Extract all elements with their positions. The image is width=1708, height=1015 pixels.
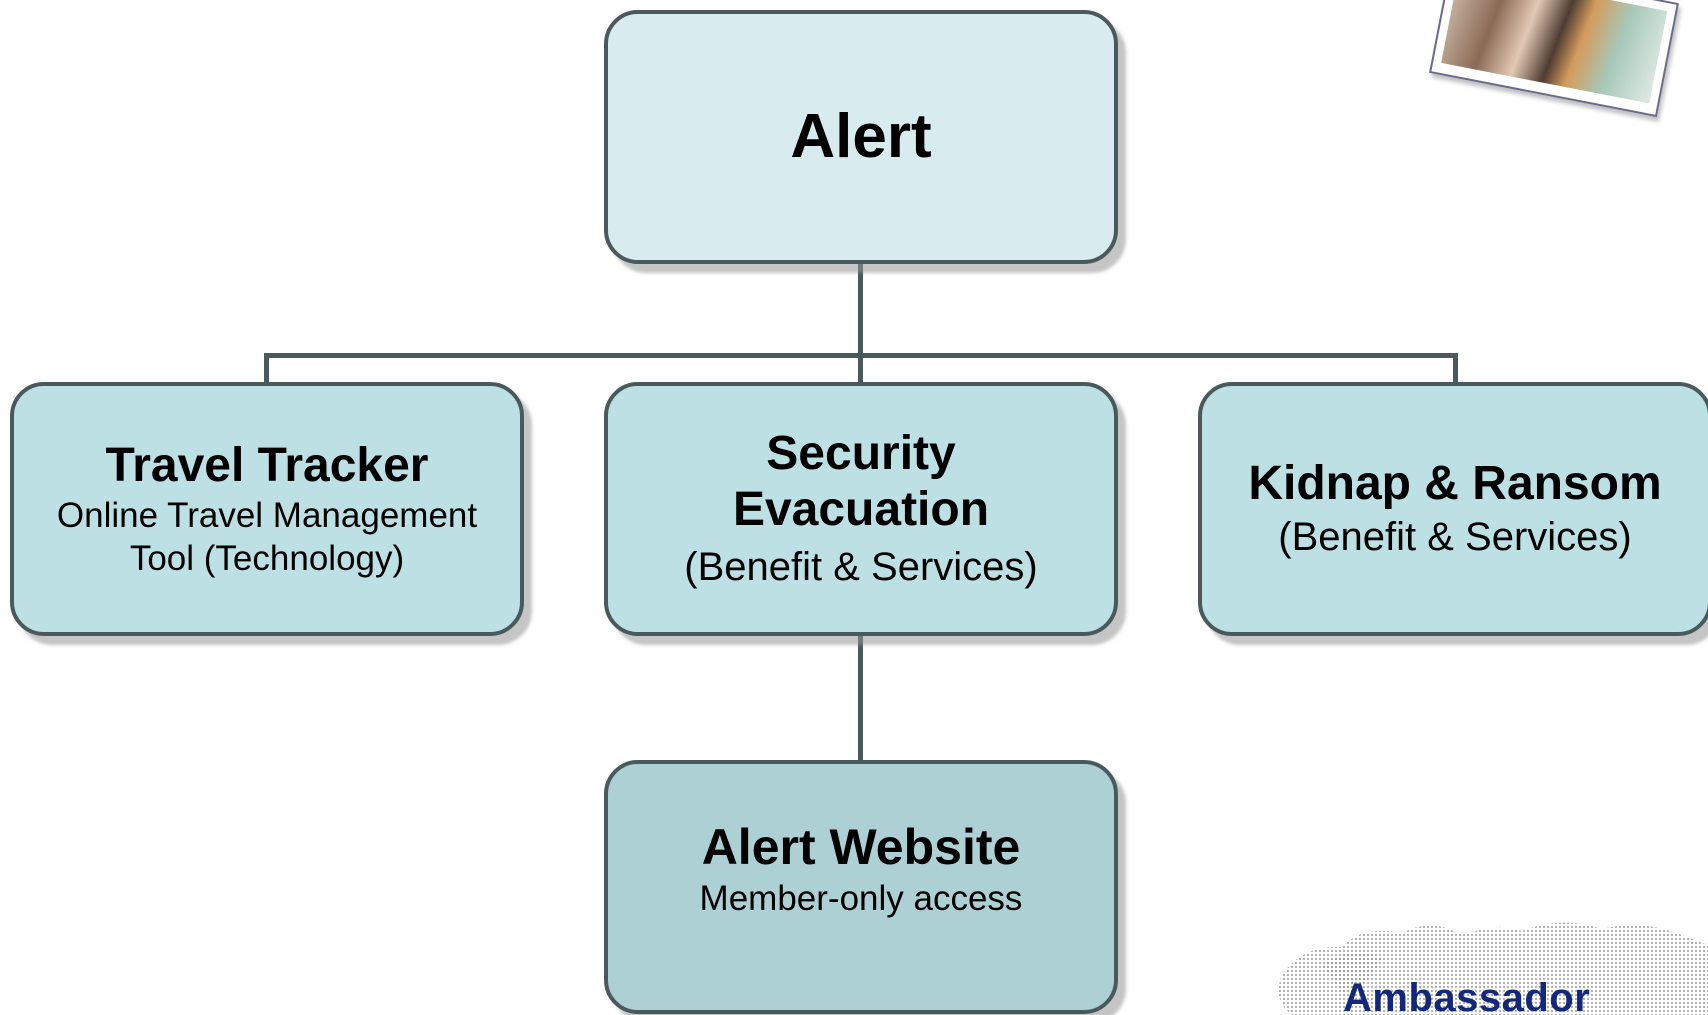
security-evacuation-subtitle: (Benefit & Services) (684, 545, 1038, 590)
connector-root-down (858, 262, 863, 358)
alert-box: Alert (604, 10, 1118, 264)
connector-center-drop (858, 353, 863, 384)
travel-photo-image (1441, 0, 1668, 104)
travel-tracker-subtitle-line-2: Tool (Technology) (129, 539, 405, 579)
security-evacuation-box: Security Evacuation (Benefit & Services) (604, 382, 1118, 636)
travel-tracker-subtitle-line-1: Online Travel Management (56, 496, 478, 536)
travel-photo (1429, 0, 1679, 118)
connector-right-drop (1453, 353, 1458, 384)
ambassador-logo: Ambassador (1343, 976, 1591, 1015)
kidnap-ransom-box: Kidnap & Ransom (Benefit & Services) (1198, 382, 1708, 636)
security-evacuation-title-line-2: Evacuation (732, 483, 990, 537)
security-evacuation-title-line-1: Security (766, 426, 956, 480)
kidnap-ransom-title: Kidnap & Ransom (1248, 457, 1662, 511)
connector-to-leaf (858, 634, 863, 762)
connector-left-drop (264, 353, 269, 384)
alert-website-title: Alert Website (701, 819, 1021, 875)
travel-tracker-title: Travel Tracker (105, 438, 429, 492)
world-map-image (1278, 922, 1708, 1015)
alert-website-subtitle: Member-only access (699, 879, 1023, 918)
kidnap-ransom-subtitle: (Benefit & Services) (1278, 514, 1632, 559)
travel-tracker-box: Travel Tracker Online Travel Management … (10, 382, 524, 636)
alert-website-box: Alert Website Member-only access (604, 760, 1118, 1014)
alert-title: Alert (790, 102, 932, 172)
